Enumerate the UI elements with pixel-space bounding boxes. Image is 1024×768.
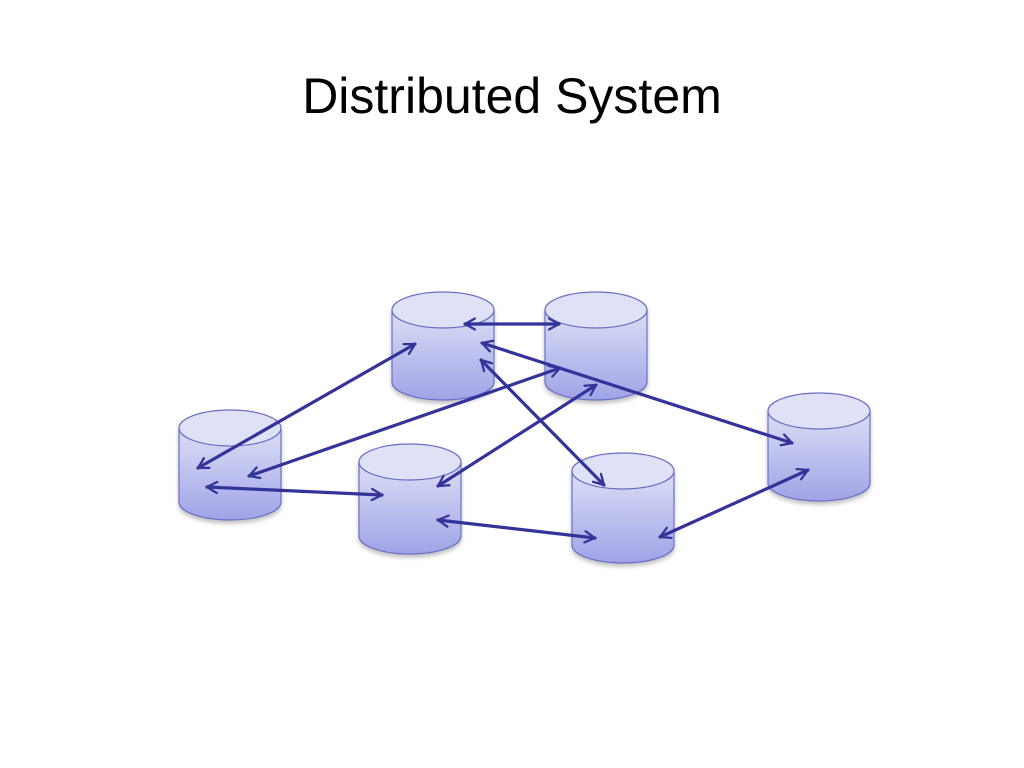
- slide-title: Distributed System: [302, 68, 722, 124]
- link-node-center-to-node-bottom-right-arrow-icon: [436, 514, 597, 544]
- node-center-database-icon: [358, 443, 462, 555]
- link-node-left-to-node-center-arrow-icon: [205, 480, 384, 502]
- node-bottom-right-database-icon: [571, 452, 675, 564]
- link-node-top-right-to-node-center-arrow-icon: [436, 383, 598, 488]
- link-node-top-left-to-node-far-right-arrow-icon: [480, 339, 794, 447]
- node-far-right-database-icon: [767, 392, 871, 502]
- node-top-left-database-icon: [391, 291, 495, 401]
- link-node-bottom-right-to-node-far-right-arrow-icon: [658, 467, 810, 540]
- node-left-database-icon: [178, 409, 282, 521]
